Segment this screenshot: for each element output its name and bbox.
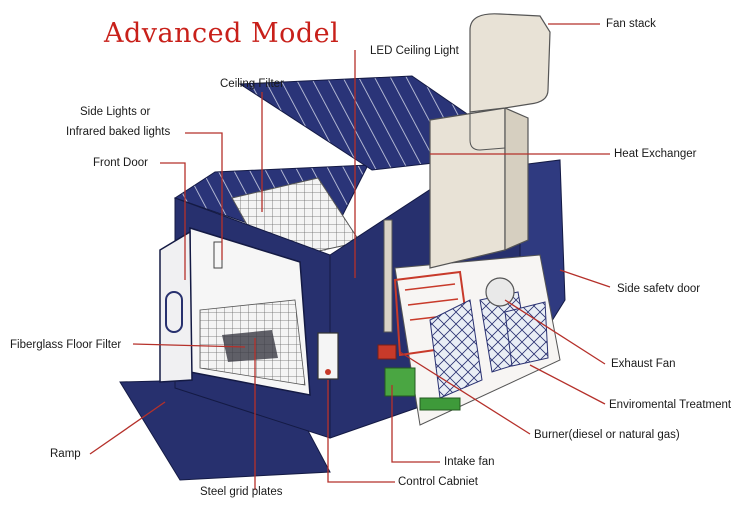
label-environmental-treatment: Enviromental Treatment <box>609 398 731 412</box>
diagram-title: Advanced Model <box>104 18 339 49</box>
intake-fan-unit <box>385 368 415 396</box>
label-fiberglass-floor-filter: Fiberglass Floor Filter <box>10 338 121 352</box>
green-pipe <box>420 398 460 410</box>
side-light <box>214 242 222 268</box>
label-front-door: Front Door <box>93 156 148 170</box>
env-filter-panel-3 <box>505 302 548 366</box>
front-door-panel <box>160 232 192 382</box>
fan-stack <box>470 14 550 112</box>
heat-exchanger-side <box>505 108 528 250</box>
chimney-pipe <box>384 220 392 332</box>
label-ceiling-filter: Ceiling Filter <box>220 77 284 91</box>
label-ramp: Ramp <box>50 447 81 461</box>
label-control-cabinet: Control Cabniet <box>398 475 478 489</box>
label-burner: Burner(diesel or natural gas) <box>534 428 680 442</box>
label-steel-grid-plates: Steel grid plates <box>200 485 282 499</box>
leader-environmental <box>530 365 605 404</box>
exhaust-fan-housing <box>486 278 514 306</box>
heat-exchanger-duct <box>430 108 505 268</box>
label-side-lights-line1: Side Lights or <box>80 105 150 119</box>
label-intake-fan: Intake fan <box>444 455 495 469</box>
burner <box>378 345 396 359</box>
leader-side-door <box>560 270 610 287</box>
label-heat-exchanger: Heat Exchanger <box>614 147 696 161</box>
label-fan-stack: Fan stack <box>606 17 656 31</box>
label-side-lights-line2: Infrared baked lights <box>66 125 170 139</box>
label-side-safety-door: Side safetv door <box>617 282 700 296</box>
label-exhaust-fan: Exhaust Fan <box>611 357 676 371</box>
label-led-ceiling-light: LED Ceiling Light <box>370 44 459 58</box>
